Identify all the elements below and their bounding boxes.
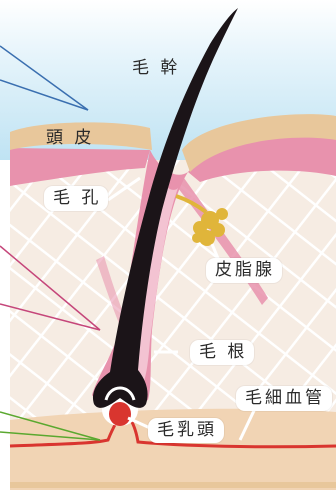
label-papilla: 毛乳頭 [148, 418, 224, 443]
label-root: 毛 根 [190, 340, 254, 365]
label-sebaceous-gland: 皮脂腺 [206, 258, 282, 283]
papilla-core [109, 402, 131, 426]
label-pore: 毛 孔 [44, 186, 108, 211]
label-shaft: 毛 幹 [132, 60, 180, 77]
label-capillary: 毛細血管 [236, 386, 332, 411]
label-scalp: 頭 皮 [46, 130, 94, 147]
